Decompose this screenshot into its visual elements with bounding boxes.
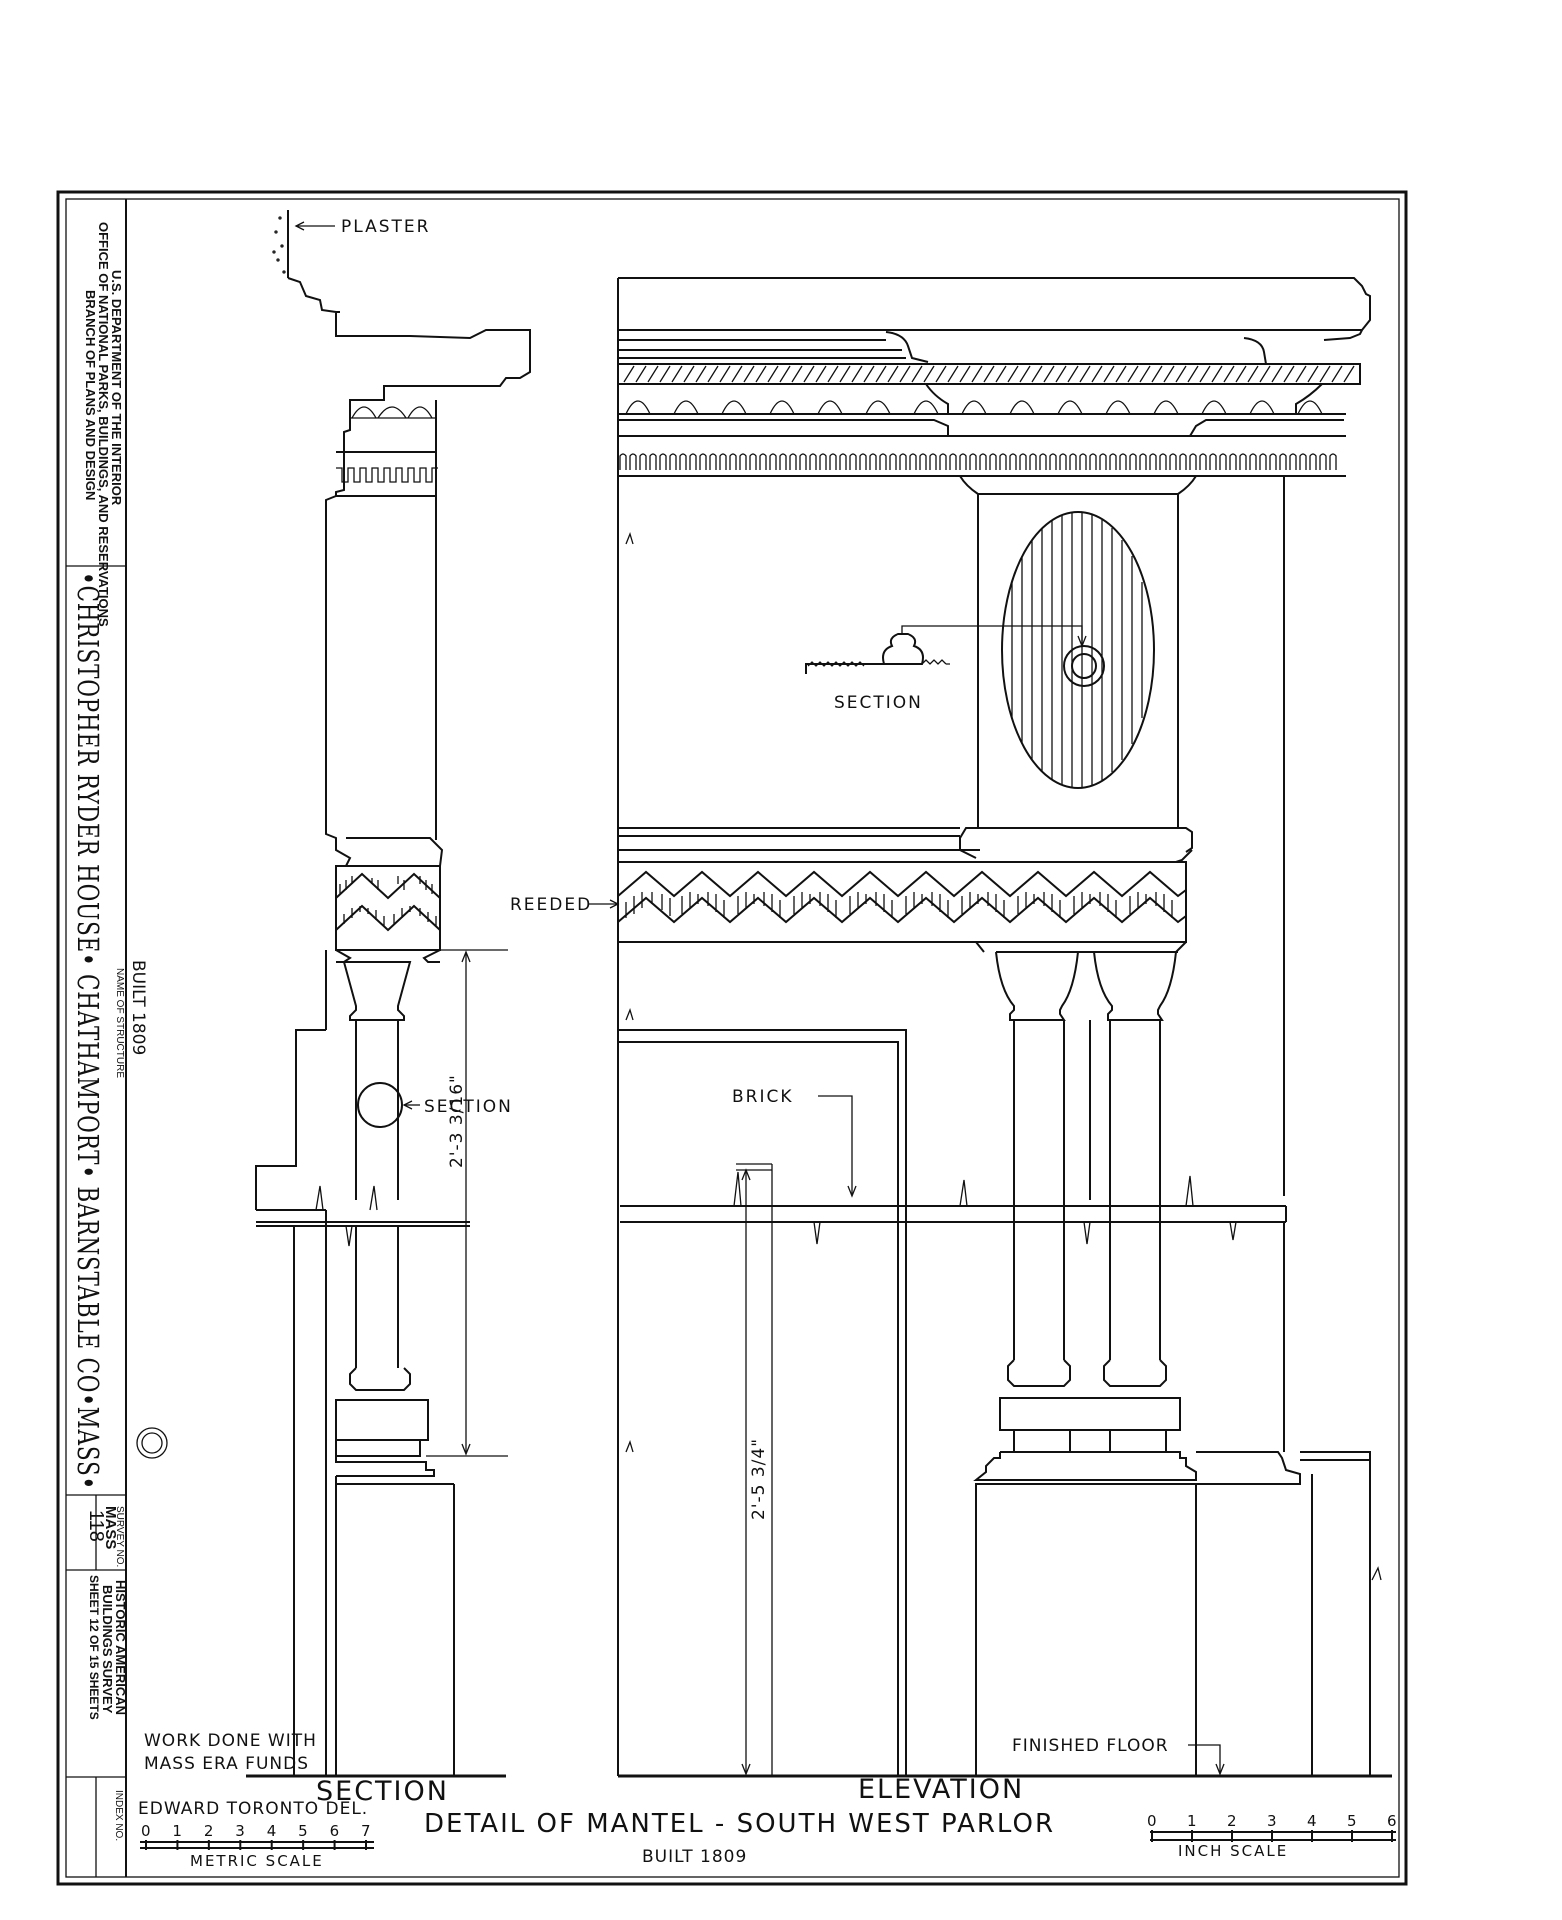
main-title: DETAIL OF MANTEL - SOUTH WEST PARLOR <box>424 1809 1055 1839</box>
finial-section-callout: SECTION <box>834 693 923 713</box>
sheet-number: SHEET 12 OF 15 SHEETS <box>87 1575 101 1720</box>
work-note-line1: WORK DONE WITH <box>144 1731 317 1751</box>
survey-state: MASS <box>102 1506 119 1549</box>
metric-scale-tick-label: 2 <box>204 1822 214 1840</box>
habs-line2: BUILDINGS SURVEY <box>100 1585 115 1714</box>
structure-title: •CHRISTOPHER RYDER HOUSE• CHATHAMPORT• B… <box>71 572 105 1490</box>
inch-scale: 0 1 2 3 4 5 6 INCH SCALE <box>1147 1812 1397 1860</box>
built-year: BUILT 1809 <box>128 960 148 1055</box>
metric-scale-tick-label: 3 <box>235 1822 245 1840</box>
metric-scale-tick-label: 1 <box>172 1822 182 1840</box>
section-arches <box>350 406 436 419</box>
twin-columns <box>973 951 1197 1481</box>
elevation-view <box>617 277 1392 1778</box>
inch-scale-tick-label: 6 <box>1387 1812 1397 1830</box>
oval-reeds <box>1011 513 1143 787</box>
dim-column-height: 2'-3 3/16" <box>447 1074 467 1168</box>
inch-scale-ticks: 0 1 2 3 4 5 6 <box>1147 1812 1397 1842</box>
survey-number: 118 <box>85 1510 107 1542</box>
metric-scale-tick-label: 6 <box>330 1822 340 1840</box>
inch-scale-tick-label: 4 <box>1307 1812 1317 1830</box>
section-view <box>246 210 531 1778</box>
agency-line3: BRANCH OF PLANS AND DESIGN <box>83 290 98 500</box>
reeded-oval <box>1001 511 1155 789</box>
view-title-section: SECTION <box>316 1776 449 1807</box>
metric-scale-tick-label: 5 <box>298 1822 308 1840</box>
built-bottom: BUILT 1809 <box>642 1847 747 1867</box>
plaster-label: PLASTER <box>341 217 430 237</box>
reeded-label: REEDED <box>510 895 592 915</box>
metric-scale-label: METRIC SCALE <box>190 1852 324 1870</box>
survey-no-caption: SURVEY NO. <box>114 1506 125 1567</box>
inch-scale-tick-label: 3 <box>1267 1812 1277 1830</box>
finished-floor-callout: FINISHED FLOOR <box>1012 1736 1225 1776</box>
view-title-elevation: ELEVATION <box>858 1774 1024 1805</box>
delineator: EDWARD TORONTO DEL. <box>138 1799 368 1819</box>
inch-scale-label: INCH SCALE <box>1178 1842 1288 1860</box>
outer-border <box>56 190 1408 1886</box>
agency-line1: U.S. DEPARTMENT OF THE INTERIOR <box>109 270 124 506</box>
brick-label: BRICK <box>732 1087 794 1107</box>
plaster-callout: PLASTER <box>294 217 430 237</box>
reeded-callout: REEDED <box>510 895 620 915</box>
section-column-label: SECTION <box>424 1097 513 1117</box>
metric-scale: 0 1 2 3 4 5 6 7 METRIC SCALE <box>140 1822 374 1870</box>
column-section-circle <box>357 1082 403 1128</box>
work-note-line2: MASS ERA FUNDS <box>144 1754 309 1774</box>
habs-line1: HISTORIC AMERICAN <box>113 1580 128 1715</box>
inch-scale-tick-label: 0 <box>1147 1812 1157 1830</box>
finished-floor-label: FINISHED FLOOR <box>1012 1736 1169 1756</box>
inch-scale-tick-label: 5 <box>1347 1812 1357 1830</box>
zigzag-band <box>617 870 1187 924</box>
finial-section-detail <box>805 625 1087 674</box>
metric-scale-ticks: 0 1 2 3 4 5 6 7 <box>141 1822 371 1850</box>
inch-scale-tick-label: 1 <box>1187 1812 1197 1830</box>
agency-line2: OFFICE OF NATIONAL PARKS, BUILDINGS, AND… <box>96 222 111 627</box>
dim-opening-height: 2'-5 3/4" <box>749 1438 769 1520</box>
inch-scale-tick-label: 2 <box>1227 1812 1237 1830</box>
inner-border <box>65 198 1400 1878</box>
name-of-structure-caption: NAME OF STRUCTURE <box>114 968 125 1078</box>
brick-callout: BRICK <box>732 1087 857 1198</box>
index-no-caption: INDEX NO. <box>113 1790 124 1841</box>
metric-scale-tick-label: 0 <box>141 1822 151 1840</box>
section-finial-label: SECTION <box>834 693 923 713</box>
stamp-seal <box>136 1427 168 1459</box>
metric-scale-tick-label: 7 <box>361 1822 371 1840</box>
title-block: U.S. DEPARTMENT OF THE INTERIOR OFFICE O… <box>66 199 148 1877</box>
column-section-callout: SECTION <box>402 1097 513 1117</box>
metric-scale-tick-label: 4 <box>267 1822 277 1840</box>
